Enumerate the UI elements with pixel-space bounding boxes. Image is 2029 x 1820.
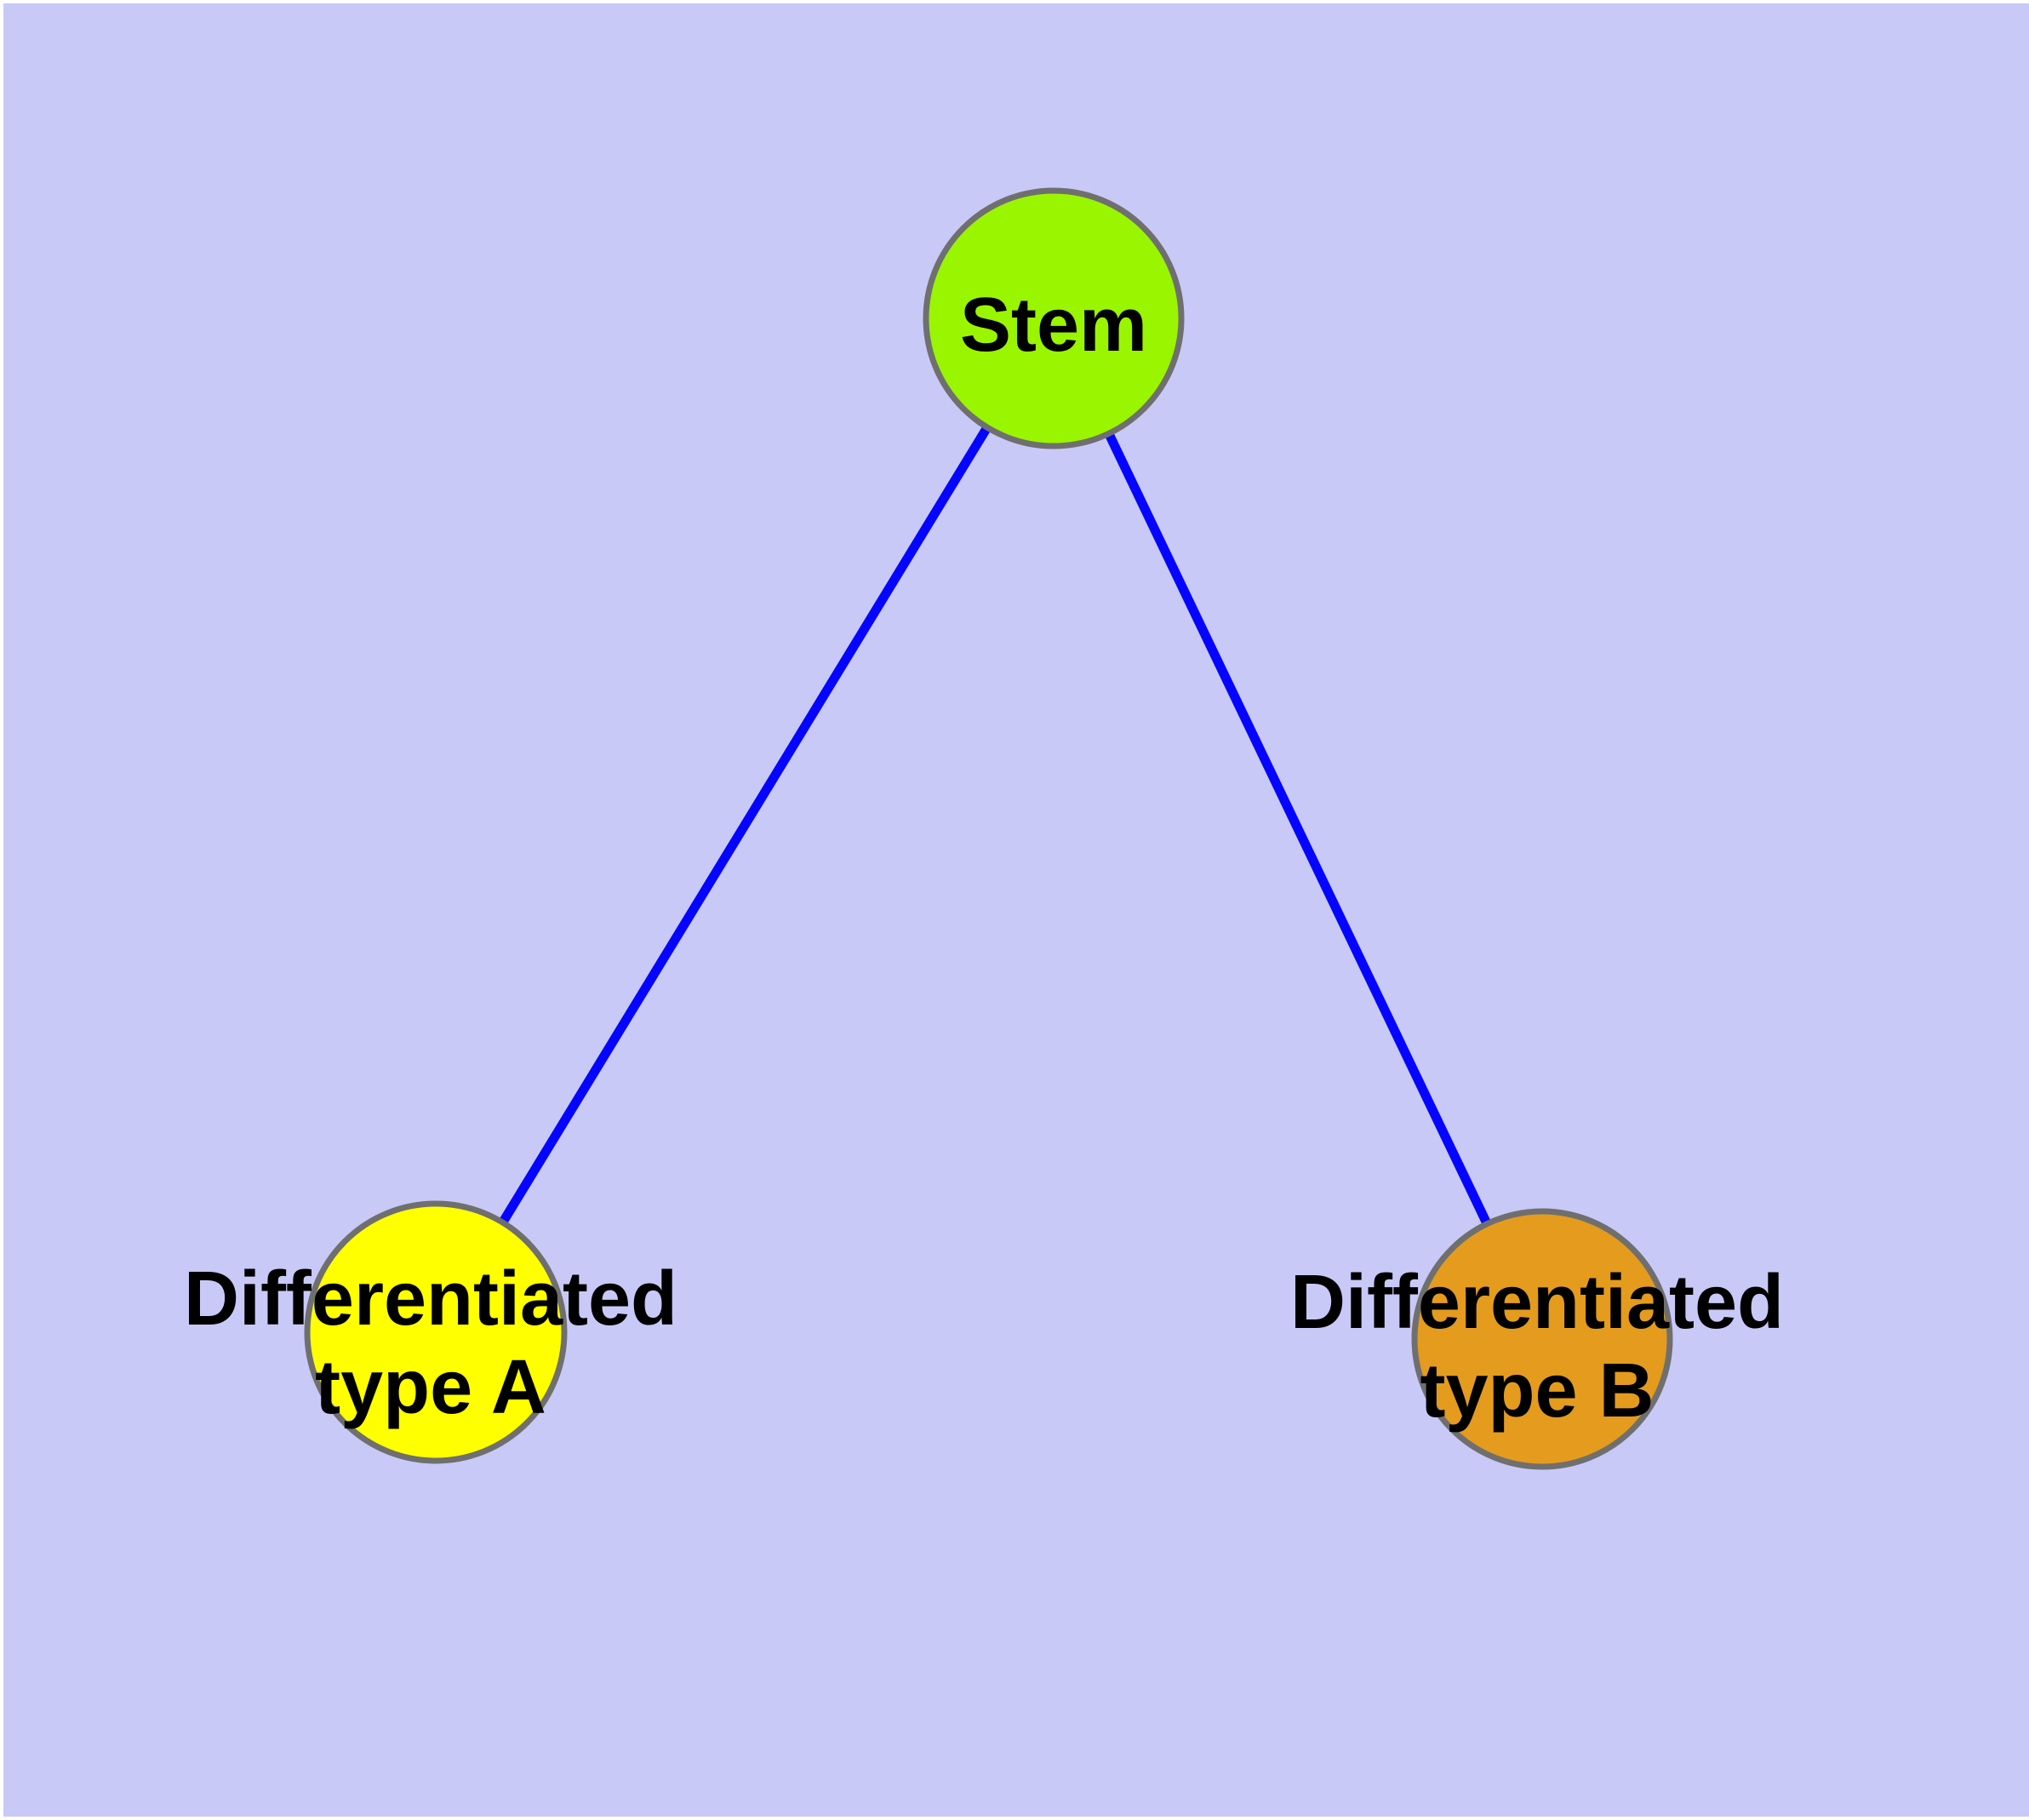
node-differentiated-type-b (1411, 1208, 1673, 1470)
edge-stem-to-type-a (432, 316, 1058, 1335)
node-type-b-label-line2: type B (1420, 1348, 1654, 1434)
node-stem (923, 187, 1185, 449)
node-differentiated-type-a (304, 1200, 568, 1464)
edge-stem-to-type-b (1049, 316, 1546, 1342)
node-type-a-label-line2: type A (315, 1345, 546, 1430)
node-type-a-label-line1: Differentiated (184, 1256, 677, 1342)
node-stem-label: Stem (960, 283, 1147, 368)
node-type-b-label-line1: Differentiated (1290, 1260, 1784, 1345)
